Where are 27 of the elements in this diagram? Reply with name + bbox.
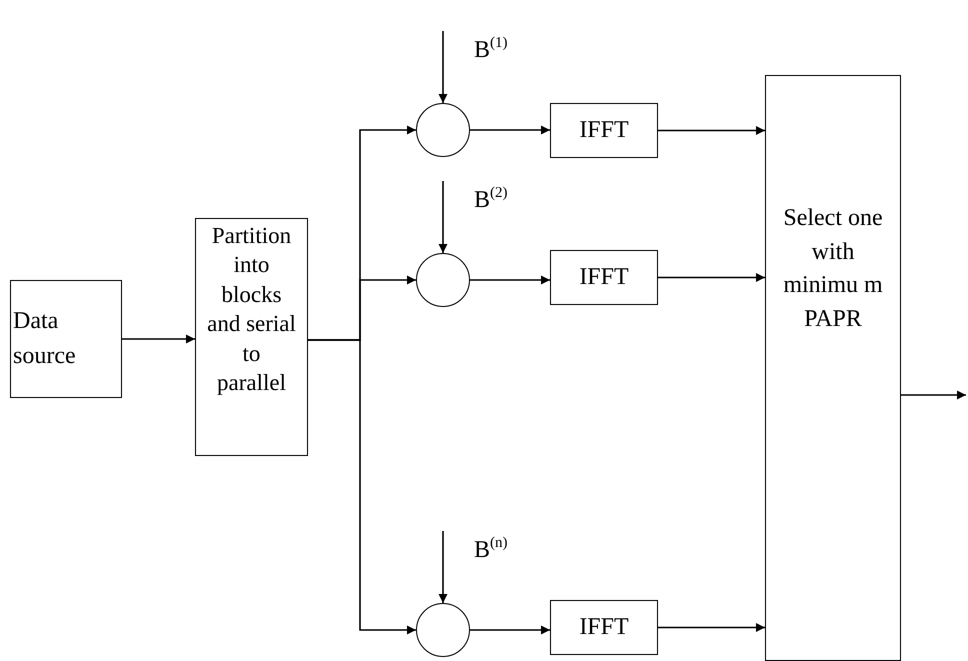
arrow	[438, 181, 448, 253]
process-box	[550, 103, 658, 158]
node-label: Partition into blocks and serial to parallel	[206, 222, 297, 398]
arrow	[438, 31, 448, 103]
arrow	[658, 273, 765, 282]
node-label: Data source	[12, 307, 77, 371]
arrow	[470, 626, 550, 634]
node-label: Select one with minimu m PAPR	[782, 204, 884, 334]
arrow	[308, 339, 416, 634]
arrow	[658, 623, 765, 632]
arrow	[470, 276, 550, 284]
coefficient-label: B$^{(2)}$	[474, 186, 508, 212]
node-label: IFFT	[578, 262, 630, 292]
selector-box	[765, 75, 901, 661]
arrow	[122, 334, 195, 344]
arrow	[438, 531, 448, 603]
process-box	[550, 600, 658, 655]
coefficient-label: B$^{(n)}$	[474, 536, 508, 562]
coefficient-label: B$^{(1)}$	[474, 36, 508, 62]
process-box	[10, 280, 122, 398]
node-label: IFFT	[578, 116, 630, 145]
node-label: IFFT	[578, 612, 630, 642]
process-box	[550, 250, 658, 305]
arrow	[901, 390, 966, 400]
arrow	[658, 126, 765, 135]
arrow	[470, 126, 550, 134]
process-box	[195, 218, 308, 456]
